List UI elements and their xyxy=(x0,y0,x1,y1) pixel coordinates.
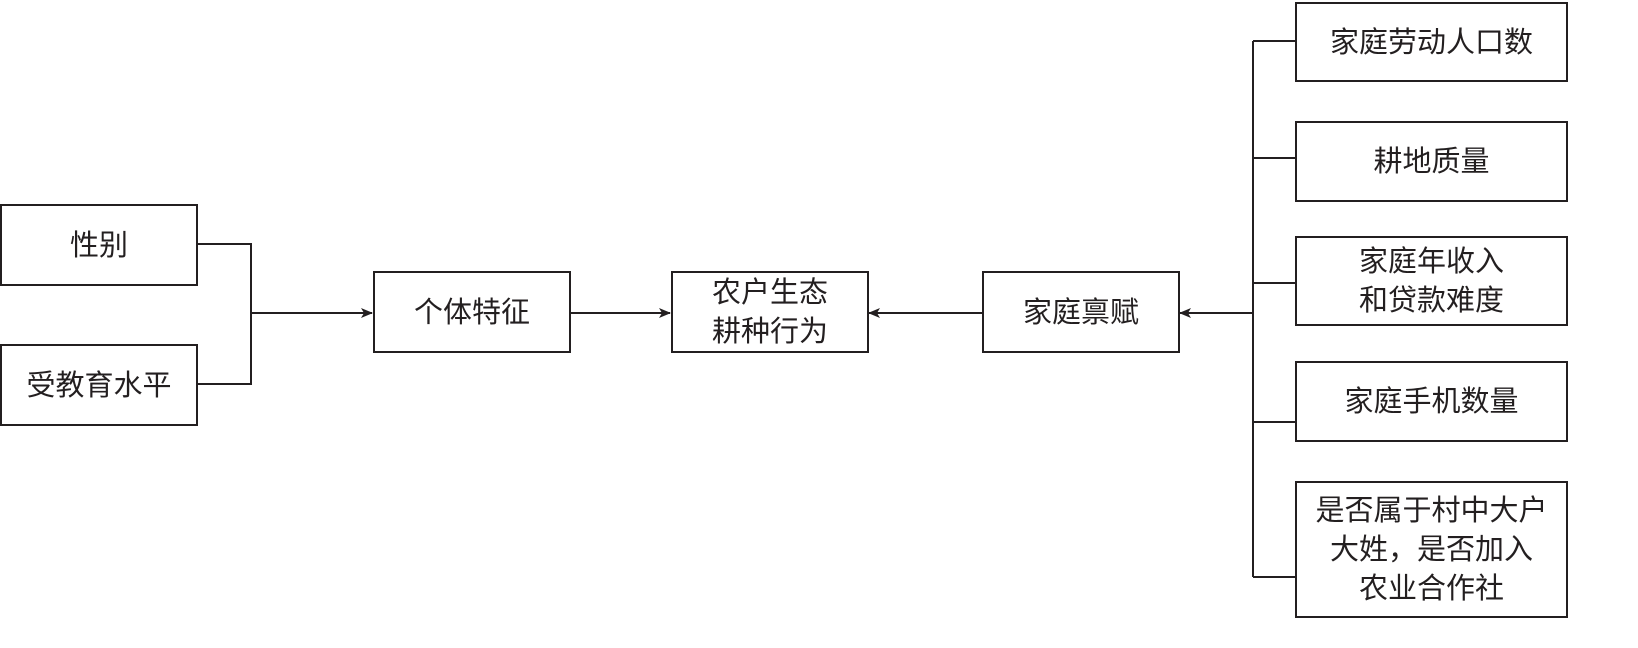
left-bracket xyxy=(197,243,252,385)
node-label: 农户生态 耕种行为 xyxy=(711,275,828,348)
node-gender: 性别 xyxy=(0,204,198,286)
node-family: 家庭禀赋 xyxy=(982,271,1180,353)
node-label: 家庭劳动人口数 xyxy=(1329,24,1533,59)
node-phones: 家庭手机数量 xyxy=(1295,361,1568,442)
node-income: 家庭年收入 和贷款难度 xyxy=(1295,236,1568,326)
node-education: 受教育水平 xyxy=(0,344,198,426)
node-land: 耕地质量 xyxy=(1295,121,1568,202)
node-label: 耕地质量 xyxy=(1373,144,1490,178)
node-label: 性别 xyxy=(69,227,128,262)
node-individual: 个体特征 xyxy=(373,271,571,353)
node-label: 家庭年收入 和贷款难度 xyxy=(1358,244,1504,317)
node-label: 个体特征 xyxy=(413,294,530,329)
node-label: 家庭手机数量 xyxy=(1344,384,1519,418)
node-labor: 家庭劳动人口数 xyxy=(1295,2,1568,82)
node-clan-coop: 是否属于村中大户 大姓，是否加入 农业合作社 xyxy=(1295,481,1568,618)
node-outcome: 农户生态 耕种行为 xyxy=(671,271,869,353)
node-label: 是否属于村中大户 大姓，是否加入 农业合作社 xyxy=(1315,493,1548,605)
node-label: 受教育水平 xyxy=(26,367,172,402)
node-label: 家庭禀赋 xyxy=(1022,294,1139,329)
